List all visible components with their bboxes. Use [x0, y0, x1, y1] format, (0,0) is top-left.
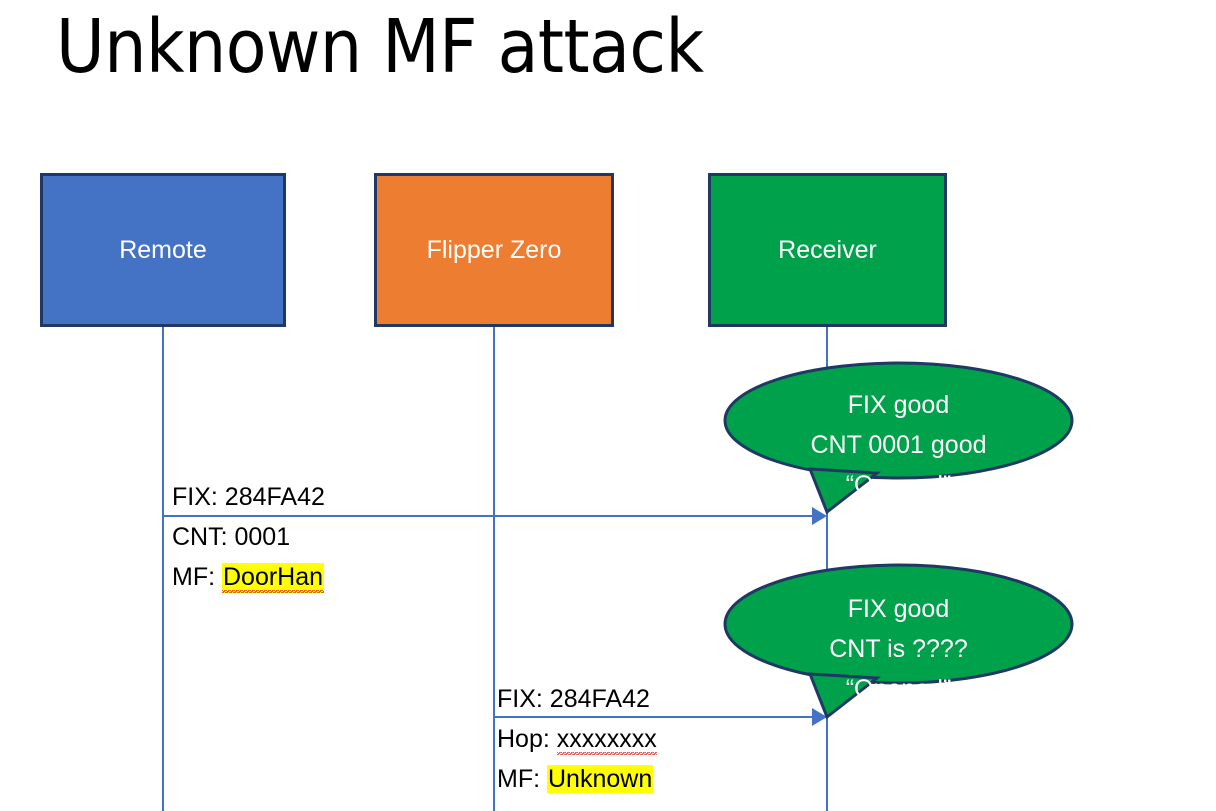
message-value: 284FA42 — [549, 685, 650, 713]
message-line-2-1: FIX: 284FA42 — [497, 679, 657, 719]
message-prefix: Hop: — [497, 725, 557, 753]
message-arrow-line-2 — [494, 716, 813, 718]
bubble-tail — [807, 467, 882, 515]
message-prefix: CNT: — [172, 523, 235, 551]
message-line-2-2: Hop: xxxxxxxx — [497, 719, 657, 759]
bubble-ellipse — [723, 361, 1074, 480]
message-line-1-2: CNT: 0001 — [172, 517, 325, 557]
message-prefix: MF: — [172, 563, 222, 591]
speech-bubble-second-reply[interactable]: FIX good CNT is ???? “Opened” — [723, 563, 1074, 720]
message-arrow-head-2 — [812, 708, 827, 726]
message-value-highlighted: DoorHan — [222, 563, 325, 593]
lifeline-remote — [162, 327, 164, 811]
message-prefix: FIX: — [172, 483, 225, 511]
actor-label-flipper-zero: Flipper Zero — [426, 235, 562, 264]
actor-box-remote[interactable]: Remote — [40, 173, 286, 327]
message-value: 0001 — [234, 523, 291, 551]
message-prefix: FIX: — [497, 685, 550, 713]
message-line-1-1: FIX: 284FA42 — [172, 477, 325, 517]
message-value-highlighted: Unknown — [547, 765, 654, 793]
message-label-1: FIX: 284FA42 CNT: 0001 MF: DoorHan — [172, 477, 325, 597]
message-prefix: MF: — [497, 765, 547, 793]
message-line-2-3: MF: Unknown — [497, 759, 657, 799]
actor-box-receiver[interactable]: Receiver — [708, 173, 947, 327]
lifeline-flipper-zero — [493, 327, 495, 811]
page-title: Unknown MF attack — [56, 4, 704, 90]
message-value-misspelled: xxxxxxxx — [556, 725, 657, 755]
message-value: 284FA42 — [224, 483, 325, 511]
message-arrow-head-1 — [812, 507, 827, 525]
actor-box-flipper-zero[interactable]: Flipper Zero — [374, 173, 614, 327]
bubble-ellipse — [723, 563, 1074, 685]
speech-bubble-first-reply[interactable]: FIX good CNT 0001 good “Opened” — [723, 361, 1074, 515]
message-line-1-3: MF: DoorHan — [172, 557, 325, 597]
actor-label-remote: Remote — [119, 235, 207, 264]
bubble-tail — [807, 672, 882, 720]
actor-label-receiver: Receiver — [778, 235, 877, 264]
message-arrow-line-1 — [163, 515, 813, 517]
message-label-2: FIX: 284FA42 Hop: xxxxxxxx MF: Unknown — [497, 679, 657, 799]
